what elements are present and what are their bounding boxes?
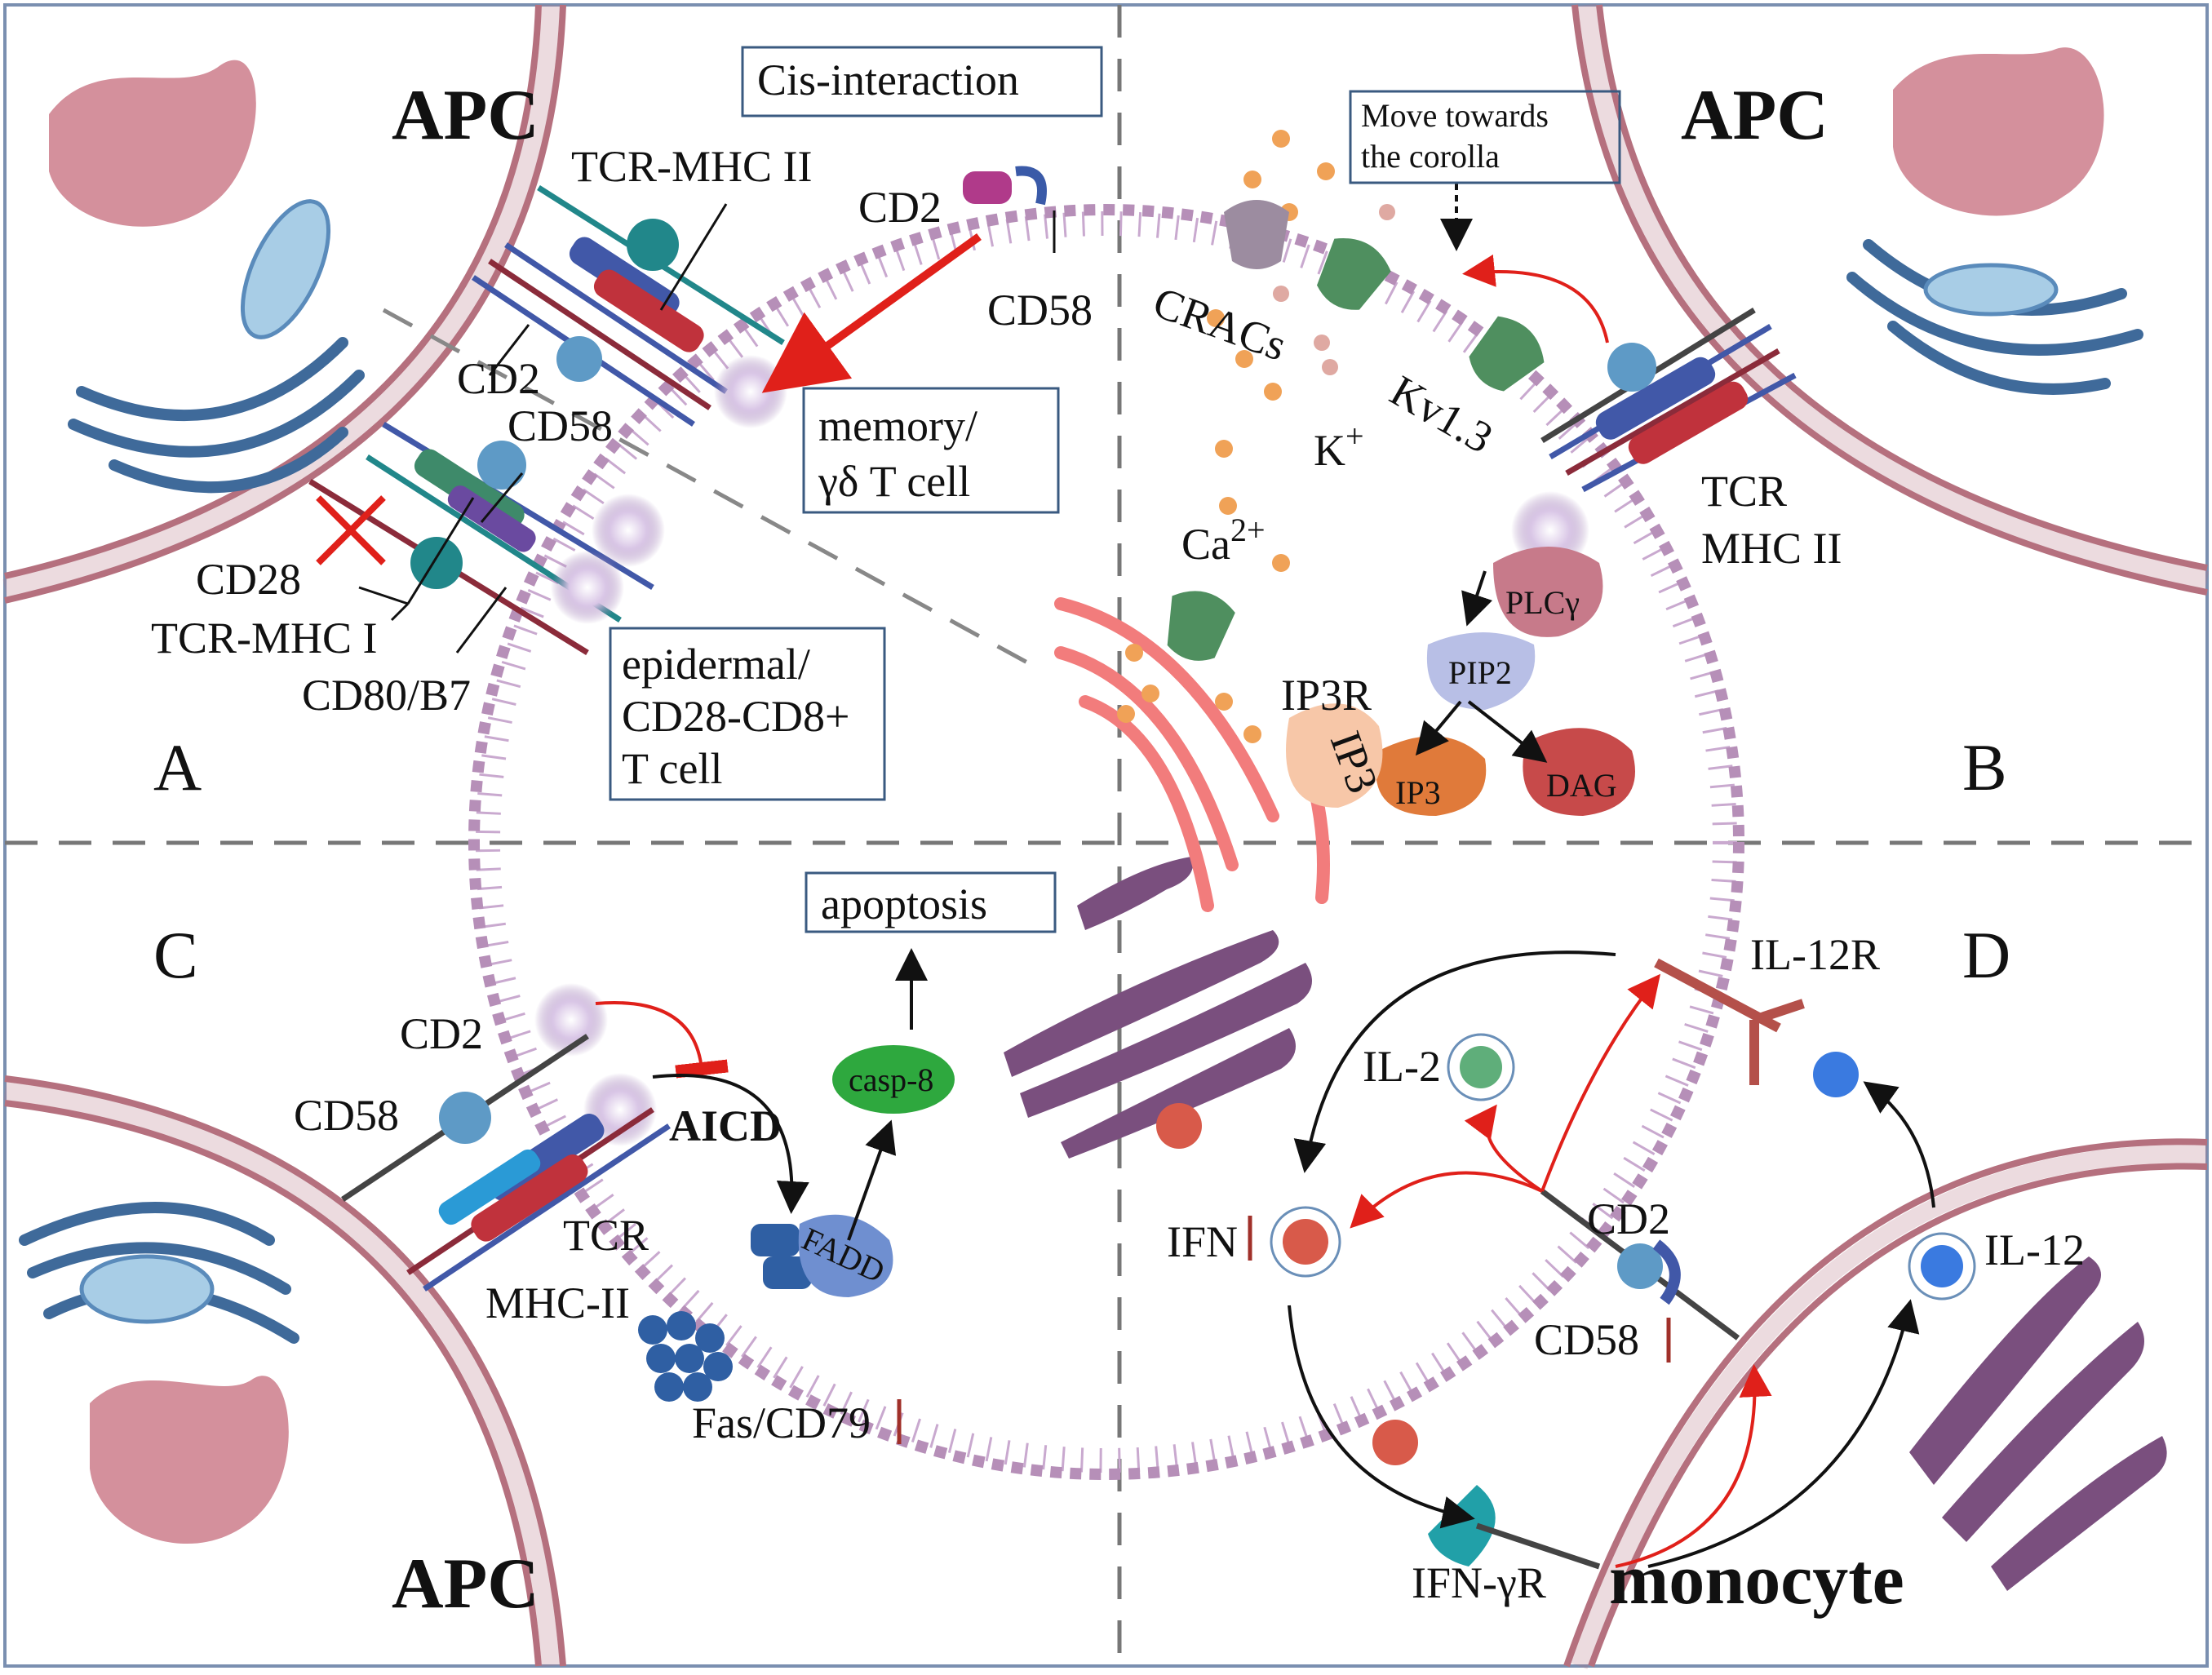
label-il2: IL-2: [1363, 1042, 1441, 1091]
memory-cell-box: [802, 387, 1060, 514]
label-ip3: IP3: [1395, 774, 1441, 811]
cytokine-il12-icon: [1908, 1232, 1976, 1301]
ip3r-blob: [1286, 703, 1383, 808]
red-arrows: [595, 233, 1772, 1568]
epidermal-label-line3: T cell: [622, 744, 722, 793]
fadd-blob: [798, 1214, 893, 1297]
cd28-blocked-icon: [316, 495, 386, 565]
divider-diagonal: [382, 308, 1038, 670]
label-cd2-d: CD2: [1587, 1194, 1670, 1243]
panel-label-a: A: [153, 730, 202, 804]
label-cd80: CD80/B7: [302, 671, 471, 720]
golgi-icon: [1004, 857, 2167, 1591]
cd2-cd58-cis-icon: [963, 166, 1047, 206]
casp8-blob: [832, 1045, 955, 1114]
cis-interaction-box: [741, 46, 1103, 117]
label-k-base: K: [1314, 426, 1345, 475]
kv13-channel-icon: [1167, 238, 1545, 661]
label-pip2: PIP2: [1448, 654, 1512, 691]
cytokine-ifn-icon: [1270, 1206, 1341, 1278]
label-dag: DAG: [1546, 767, 1617, 804]
label-tcr-b: TCR: [1701, 467, 1787, 516]
label-ca-sup: 2+: [1230, 512, 1266, 548]
label-monocyte: monocyte: [1609, 1540, 1904, 1620]
ifn-gamma-receptor-icon: [1428, 1485, 1601, 1570]
epidermal-label-line2: CD28-CD8+: [622, 692, 849, 741]
cytokine-il12-free-icon: [1813, 1052, 1859, 1097]
move-label-line2: the corolla: [1361, 138, 1500, 175]
label-fas: Fas/CD79: [692, 1398, 871, 1447]
fas-cluster-icon: [638, 1224, 812, 1402]
label-cd2-cis: CD2: [858, 183, 942, 232]
receptor-blocks-a: [410, 219, 704, 589]
black-arrows: [652, 184, 1935, 1568]
label-cd58-c: CD58: [294, 1091, 399, 1140]
label-k-sup: +: [1345, 418, 1364, 454]
epidermal-cell-box: [609, 627, 886, 801]
label-tcr-c: TCR: [563, 1211, 649, 1260]
monocyte-membrane: [1563, 1138, 2208, 1669]
apc-label-top-right: APC: [1681, 76, 1829, 155]
label-cd58-d: CD58: [1534, 1315, 1639, 1364]
il12r-icon: [1654, 958, 1805, 1085]
cytokine-il2-icon: [1447, 1033, 1515, 1101]
label-aicd: AICD: [669, 1101, 782, 1150]
label-cd58-cis: CD58: [987, 286, 1093, 335]
apoptosis-label: apoptosis: [821, 880, 987, 928]
apc-label-top-left: APC: [392, 76, 539, 155]
panel-label-b: B: [1962, 730, 2007, 804]
memory-label-line2: γδ T cell: [818, 457, 970, 506]
synapse-star-icons: [534, 355, 1589, 1146]
label-cd28: CD28: [196, 555, 301, 604]
apc-membrane-top-left: [2, 4, 566, 604]
label-il12: IL-12: [1984, 1225, 2085, 1274]
apc-membrane-top-right: [1571, 3, 2210, 596]
panel-label-d: D: [1962, 918, 2010, 992]
receptor-blocks-b: [1595, 343, 1749, 464]
epidermal-label-line1: epidermal/: [622, 640, 810, 689]
plcg-blob: [1493, 547, 1603, 637]
label-plcg: PLCγ: [1505, 584, 1580, 621]
label-ip3r: IP3R: [1281, 671, 1372, 720]
label-tcr-mhc1: TCR-MHC I: [151, 614, 378, 662]
label-cracs: CRACs: [1147, 277, 1292, 370]
pip2-blob: [1426, 632, 1536, 710]
dag-blob: [1523, 728, 1635, 816]
apc-membrane-bottom-left: [3, 1075, 566, 1667]
move-label-line1: Move towards: [1361, 97, 1549, 134]
label-cd58-a: CD58: [508, 401, 613, 450]
label-il12r: IL-12R: [1750, 930, 1880, 979]
label-leader-lines: [358, 203, 1056, 654]
label-ca: Ca2+: [1181, 512, 1266, 569]
label-k: K+: [1314, 418, 1364, 475]
memory-label-line1: memory/: [818, 401, 977, 450]
apc-nucleus-icon: [49, 47, 2104, 1544]
label-ca-base: Ca: [1181, 520, 1230, 569]
move-towards-box: [1349, 90, 1621, 184]
crac-channel-icon: [1224, 200, 1289, 269]
cis-interaction-label: Cis-interaction: [757, 55, 1019, 104]
label-ifn: IFN: [1167, 1217, 1238, 1266]
apc-label-bottom-left: APC: [392, 1544, 539, 1624]
label-mhc2-c: MHC-II: [485, 1278, 630, 1327]
panel-label-c: C: [153, 918, 198, 992]
cytokine-ifn-free-icon: [1156, 1103, 1418, 1465]
cd2-cd58-d-icon: [1540, 1189, 1740, 1340]
apc-mitochondria-icon: [79, 199, 2059, 1324]
apoptosis-box: [805, 871, 1057, 933]
label-ifngr: IFN-γR: [1412, 1558, 1546, 1607]
label-mhc2-b: MHC II: [1701, 524, 1842, 573]
label-cd2-c: CD2: [400, 1009, 483, 1058]
label-cd2-a: CD2: [457, 354, 540, 403]
label-tcr-mhc2-a: TCR-MHC II: [571, 142, 813, 191]
ip3-blob: [1376, 736, 1487, 816]
label-casp8: casp-8: [849, 1061, 933, 1098]
figure-frame: [3, 3, 2209, 1668]
t-cell-membrane: [468, 204, 1744, 1480]
receptor-blocks-c: [438, 1092, 605, 1242]
